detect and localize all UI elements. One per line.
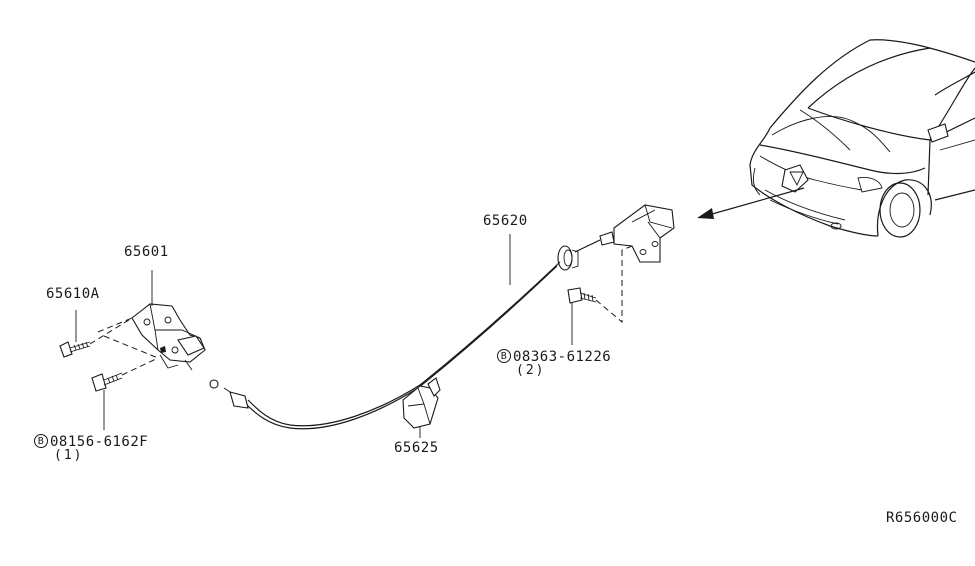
grommet [557,245,579,271]
cable-end [209,379,249,409]
vehicle-illustration [697,39,975,238]
bolt-type-b-icon: B [34,434,48,448]
cable-line [247,261,561,427]
cable-line-upper [574,239,601,253]
bolt-08156 [91,372,123,392]
callout-08156-number: 08156-6162F [50,434,149,450]
bolt-08363 [567,287,597,304]
callout-65601: 65601 [124,244,169,260]
release-handle [599,204,675,263]
bolt-type-b-icon: B [497,349,511,363]
callout-08363-number: 08363-61226 [513,349,612,365]
callout-65625: 65625 [394,440,439,456]
callout-08156-qty: (1) [54,448,84,463]
hood-lock [131,303,206,371]
callout-08363-qty: (2) [516,363,546,378]
callout-65620: 65620 [483,213,528,229]
bolt-65610a [59,341,91,358]
callout-65610a: 65610A [46,286,100,302]
cable-clip [402,377,441,429]
reference-code: R656000C [886,510,958,526]
